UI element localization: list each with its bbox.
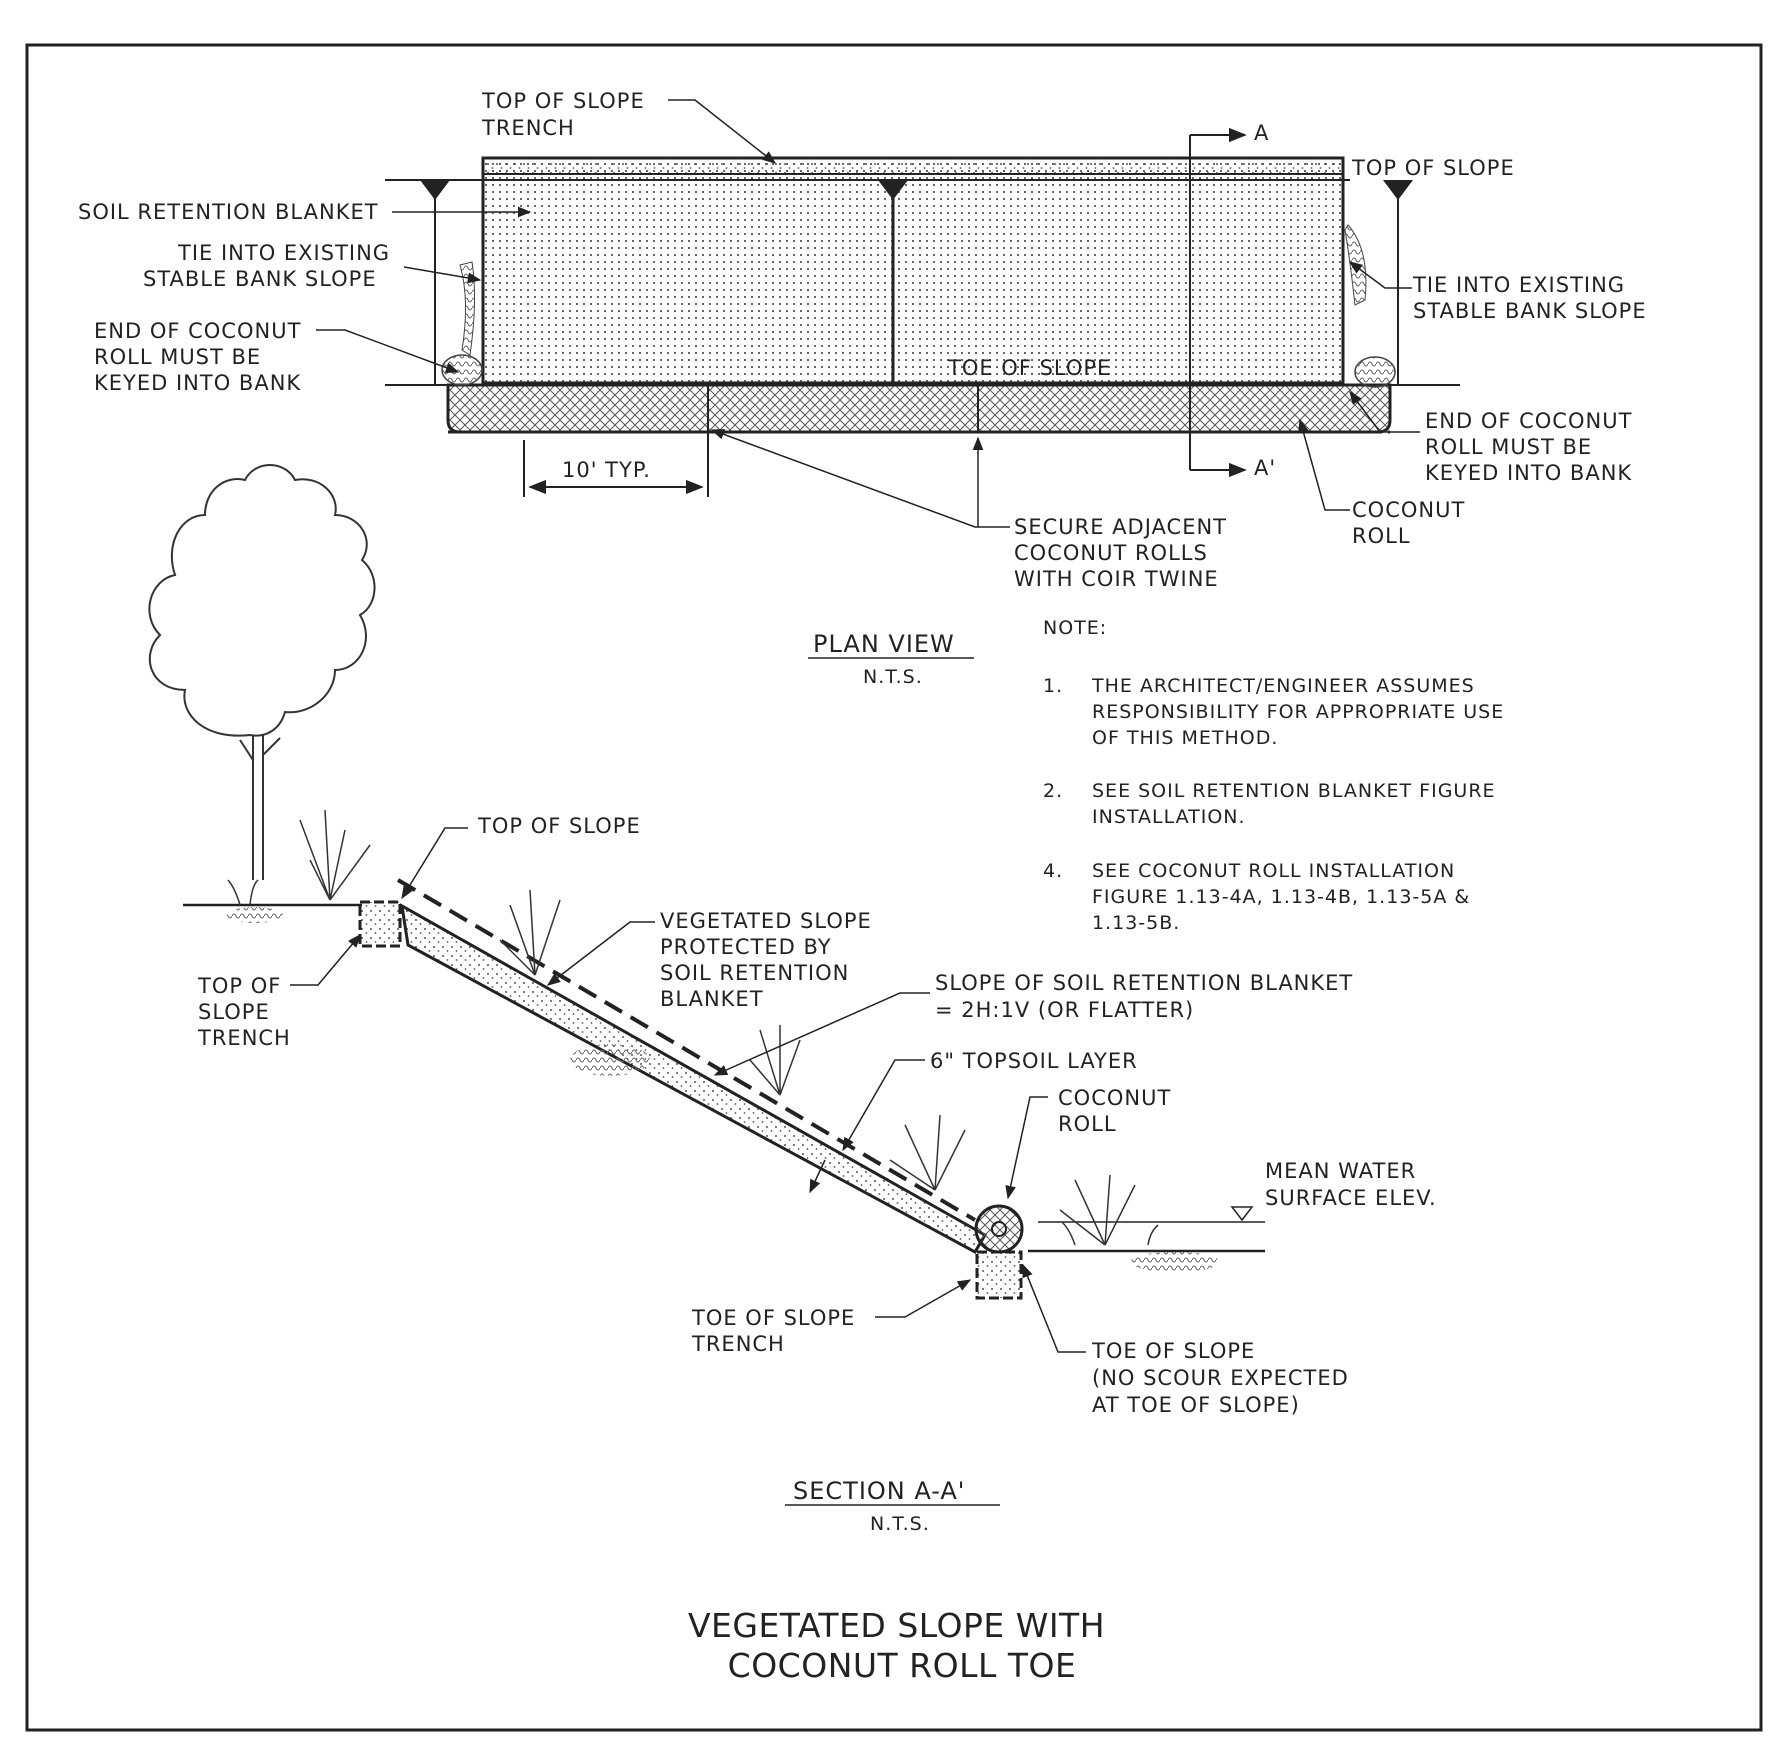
end-of-roll-right-label: END OF COCONUT ROLL MUST BE KEYED INTO B… [1425,409,1640,485]
section-marker-a-prime: A' [1254,456,1276,480]
top-of-slope-trench [358,900,402,948]
drawing-border [25,43,1763,1732]
spacing-dimension: 10' TYP. [562,458,651,482]
toe-trench-label: TOE OF SLOPE TRENCH [691,1306,863,1356]
topsoil-slope-layer [400,903,988,1255]
slope-ratio-label: SLOPE OF SOIL RETENTION BLANKET = 2H:1V … [935,971,1361,1022]
section-view-scale: N.T.S. [870,1513,930,1535]
plan-view-scale: N.T.S. [863,666,923,688]
toe-of-slope-label: TOE OF SLOPE [947,356,1111,380]
toe-of-slope-note-label: TOE OF SLOPE (NO SCOUR EXPECTED AT TOE O… [1091,1339,1356,1417]
plan-view: A A' 10' TYP. TOP OF SLOPE TRENCH TOP OF… [78,89,1647,688]
note-1: 1. THE ARCHITECT/ENGINEER ASSUMES RESPON… [1043,675,1511,749]
section-top-of-slope-label: TOP OF SLOPE [477,814,641,838]
end-of-roll-left-label: END OF COCONUT ROLL MUST BE KEYED INTO B… [94,319,309,395]
mean-water-label: MEAN WATER SURFACE ELEV. [1265,1159,1437,1210]
section-top-trench-label: TOP OF SLOPE TRENCH [197,974,291,1050]
section-view-title: SECTION A-A' [793,1477,965,1505]
coconut-roll [974,1204,1024,1254]
secure-rolls-label: SECURE ADJACENT COCONUT ROLLS WITH COIR … [1014,515,1235,591]
note-2: 2. SEE SOIL RETENTION BLANKET FIGURE INS… [1043,780,1503,828]
top-of-slope-trench-label: TOP OF SLOPE TRENCH [481,89,652,140]
top-of-slope-label: TOP OF SLOPE [1351,156,1515,180]
tree-illustration [148,464,376,880]
notes-block: NOTE: 1. THE ARCHITECT/ENGINEER ASSUMES … [1043,617,1511,934]
soil-retention-blanket-label: SOIL RETENTION BLANKET [78,200,379,224]
tie-into-bank-left-label: TIE INTO EXISTING STABLE BANK SLOPE [143,241,398,291]
section-marker-a: A [1254,121,1269,145]
topsoil-layer-label: 6" TOPSOIL LAYER [930,1049,1138,1073]
toe-of-slope-trench [975,1250,1023,1300]
section-coconut-roll-label: COCONUT ROLL [1058,1086,1179,1136]
vegetated-slope-label: VEGETATED SLOPE PROTECTED BY SOIL RETENT… [660,909,879,1011]
top-trench-band [482,157,1344,175]
section-view: TOP OF SLOPE TOP OF SLOPE TRENCH VEGETAT… [148,464,1437,1535]
coconut-roll-label: COCONUT ROLL [1352,498,1473,548]
coconut-roll-band [446,383,1392,434]
tie-into-bank-right-label: TIE INTO EXISTING STABLE BANK SLOPE [1412,273,1647,323]
plan-view-title: PLAN VIEW [813,630,955,658]
drawing-title: VEGETATED SLOPE WITH COCONUT ROLL TOE [688,1606,1116,1685]
notes-heading: NOTE: [1043,617,1107,639]
soil-retention-blanket-area [481,156,1345,385]
note-4: 4. SEE COCONUT ROLL INSTALLATION FIGURE … [1043,860,1477,934]
